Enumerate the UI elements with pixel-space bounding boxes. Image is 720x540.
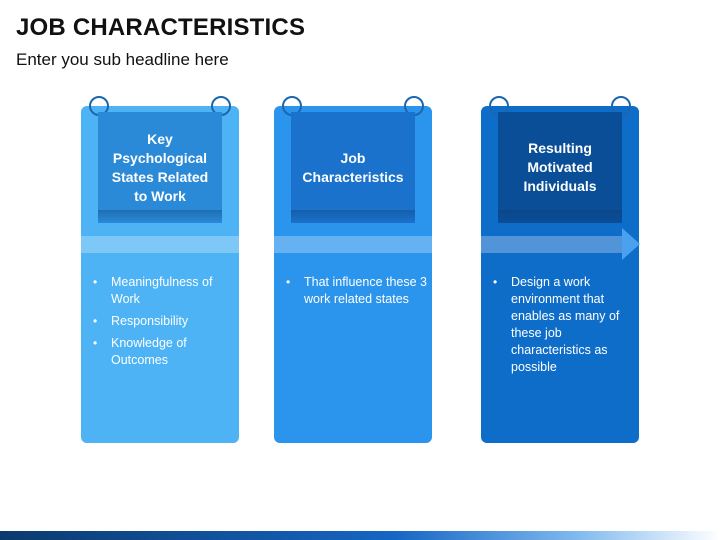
card-motivated-individuals: Resulting Motivated Individuals • Design … [481,96,639,443]
card-bullet-list: • That influence these 3 work related sta… [282,274,430,313]
bullet-icon: • [93,314,98,328]
slide-title: JOB CHARACTERISTICS [16,14,306,41]
flow-band [81,236,239,253]
list-item-text: Meaningfulness of Work [111,275,213,306]
bullet-icon: • [286,275,291,289]
card-heading: Key Psychological States Related to Work [98,112,222,223]
banner-shadow [291,210,415,223]
bullet-icon: • [93,275,98,289]
flow-band [481,236,624,253]
bullet-icon: • [493,275,498,289]
card-heading: Resulting Motivated Individuals [498,112,622,223]
banner-shadow [498,210,622,223]
flow-band [274,236,432,253]
card-bullet-list: •Meaningfulness of Work •Responsibility … [89,274,237,374]
list-item-text: Responsibility [111,314,189,328]
list-item: • Knowledge of Outcomes [89,335,237,369]
list-item: • Responsibility [89,313,237,330]
footer-gradient-bar [0,531,720,540]
list-item-text: Design a work environment that enables a… [511,275,620,374]
slide-subtitle: Enter you sub headline here [16,50,229,69]
banner-shadow [98,210,222,223]
list-item-text: Knowledge of Outcomes [111,336,187,367]
list-item-text: That influence these 3 work related stat… [304,275,427,306]
card-job-characteristics: Job Characteristics • That influence thes… [274,96,432,443]
bullet-icon: • [93,336,98,350]
list-item: • That influence these 3 work related sta… [282,274,430,308]
card-psychological-states: Key Psychological States Related to Work… [81,96,239,443]
card-heading: Job Characteristics [291,112,415,223]
list-item: • Meaningfulness of Work [89,274,237,308]
arrow-right-icon [622,228,640,260]
card-bullet-list: • Design a work environment that enables … [489,274,637,381]
list-item: • Design a work environment that enables … [489,274,637,376]
